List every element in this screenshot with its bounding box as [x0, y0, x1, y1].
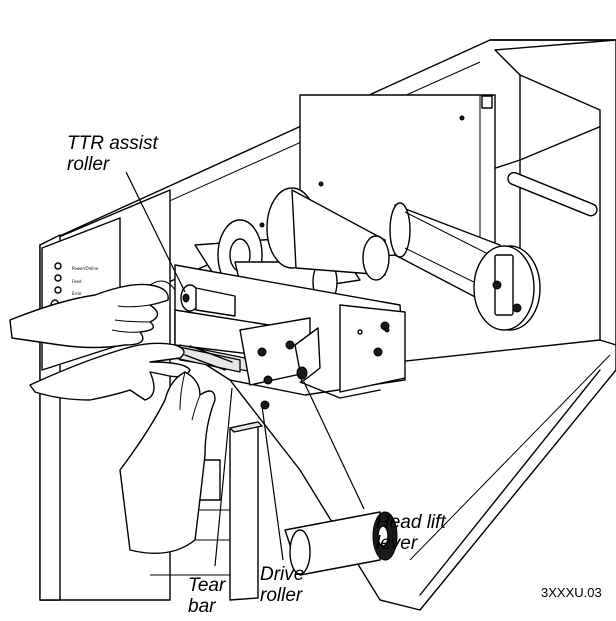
leader-tear-bar	[214, 387, 233, 567]
leader-head-lift-lever	[303, 381, 365, 510]
figure-id: 3XXXU.03	[541, 585, 602, 600]
printhead-assembly	[169, 264, 406, 410]
leader-drive-roller	[261, 405, 284, 561]
front-guide	[229, 421, 263, 601]
panel-label-2: Feed	[72, 279, 82, 284]
panel-label-3: Error	[72, 291, 82, 296]
panel-label-1: Power/Online	[72, 266, 99, 271]
media-supply-spindle	[389, 202, 541, 331]
callout-leaders	[125, 171, 365, 567]
media-roll	[284, 511, 398, 576]
label-head-lift-lever: Head lift lever	[376, 512, 446, 554]
leader-ttr-assist-roller	[125, 171, 186, 293]
operator-hands	[9, 280, 216, 555]
label-ttr-assist-roller: TTR assist roller	[67, 133, 158, 175]
label-tear-bar: Tear bar	[188, 575, 226, 617]
label-drive-roller: Drive roller	[260, 564, 305, 606]
